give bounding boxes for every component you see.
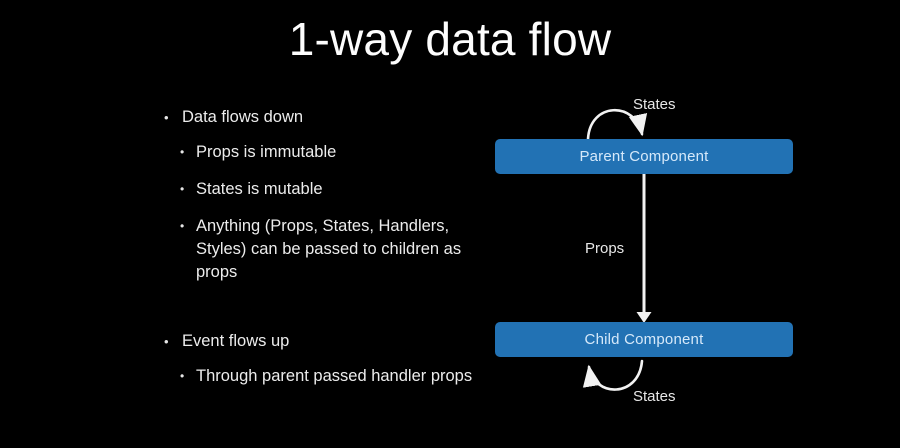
diagram-arrows-svg [582, 108, 652, 391]
list-item: • Data flows down [160, 106, 480, 129]
data-flow-diagram: Parent Component Child Component States … [450, 80, 900, 440]
page-title: 1-way data flow [288, 13, 612, 65]
edge-label-props: Props [585, 240, 625, 257]
states-loop-arrow-top [586, 108, 648, 141]
bullet-marker-icon: • [180, 369, 185, 383]
parent-component-node[interactable]: Parent Component [495, 139, 793, 174]
list-item: • Anything (Props, States, Handlers, Sty… [160, 215, 480, 284]
bullet-marker-icon: • [180, 219, 185, 233]
bullet-marker-icon: • [180, 182, 185, 196]
parent-component-label: Parent Component [579, 148, 709, 165]
list-spacer [160, 298, 480, 330]
list-item-label: Event flows up [182, 332, 290, 350]
bullet-marker-icon: • [180, 145, 185, 159]
list-item: • Event flows up [160, 330, 480, 353]
bullet-marker-icon: • [164, 110, 169, 125]
list-item-label: Anything (Props, States, Handlers, Style… [196, 217, 462, 281]
list-item: • Props is immutable [160, 141, 480, 164]
list-item-label: Props is immutable [196, 143, 337, 161]
props-arrow-head [636, 312, 652, 323]
list-item: • Through parent passed handler props [160, 365, 480, 388]
list-item-label: Data flows down [182, 108, 304, 126]
child-component-label: Child Component [584, 331, 704, 348]
list-item-label: States is mutable [196, 180, 323, 198]
edge-label-states-top: States [633, 96, 676, 113]
list-item: • States is mutable [160, 178, 480, 201]
bullet-marker-icon: • [164, 334, 169, 349]
child-component-node[interactable]: Child Component [495, 322, 793, 357]
list-item-label: Through parent passed handler props [196, 367, 473, 385]
edge-label-states-bottom: States [633, 388, 676, 405]
states-loop-arrow-bottom [582, 359, 644, 391]
bullet-list: • Data flows down • Props is immutable •… [160, 106, 480, 402]
